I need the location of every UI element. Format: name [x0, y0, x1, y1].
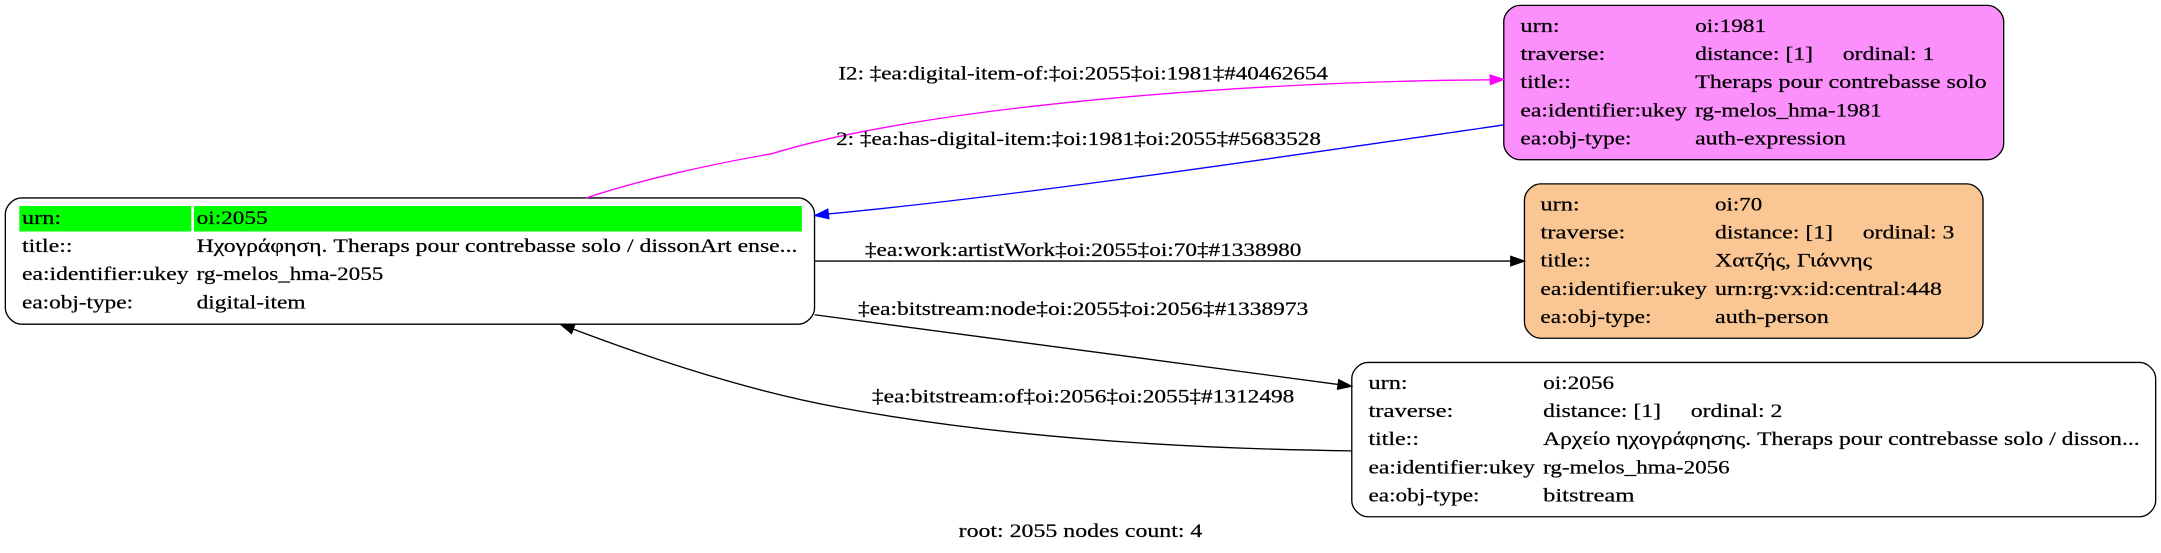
- svg-text:bitstream: bitstream: [1543, 486, 1635, 507]
- svg-text:distance: [1] ordinal: 2: distance: [1] ordinal: 2: [1543, 401, 1794, 422]
- svg-text:rg-melos_hma-2055: rg-melos_hma-2055: [197, 264, 384, 285]
- svg-text:rg-melos_hma-2056: rg-melos_hma-2056: [1543, 457, 1730, 478]
- svg-text:oi:2055: oi:2055: [197, 208, 268, 229]
- svg-text:root: 2055 nodes count: 4: root: 2055 nodes count: 4: [959, 521, 1204, 542]
- svg-text:digital-item: digital-item: [197, 292, 306, 313]
- svg-text:urn:: urn:: [1540, 194, 1579, 215]
- svg-text:ea:obj-type:: ea:obj-type:: [22, 292, 133, 313]
- svg-text:I2: ‡ea:digital-item-of:‡oi:20: I2: ‡ea:digital-item-of:‡oi:2055‡oi:1981…: [838, 63, 1328, 84]
- svg-text:traverse:: traverse:: [1368, 401, 1453, 422]
- svg-text:Ηχογράφηση. Theraps pour contr: Ηχογράφηση. Theraps pour contrebasse sol…: [197, 236, 798, 257]
- svg-text:‡ea:work:artistWork‡oi:2055‡oi: ‡ea:work:artistWork‡oi:2055‡oi:70‡#13389…: [865, 240, 1301, 261]
- svg-text:Theraps pour contrebasse solo: Theraps pour contrebasse solo: [1695, 72, 1987, 93]
- svg-text:urn:rg:vx:id:central:448: urn:rg:vx:id:central:448: [1715, 279, 1942, 300]
- svg-text:urn:: urn:: [1368, 373, 1407, 394]
- svg-text:Αρχείο ηχογράφησης. Theraps po: Αρχείο ηχογράφησης. Theraps pour contreb…: [1543, 429, 2140, 450]
- svg-text:urn:: urn:: [1520, 16, 1559, 37]
- svg-text:auth-expression: auth-expression: [1695, 129, 1847, 150]
- svg-text:ea:identifier:ukey: ea:identifier:ukey: [22, 264, 189, 285]
- svg-text:oi:70: oi:70: [1715, 194, 1762, 215]
- svg-text:ea:obj-type:: ea:obj-type:: [1540, 307, 1651, 328]
- svg-text:auth-person: auth-person: [1715, 307, 1830, 328]
- svg-text:oi:2056: oi:2056: [1543, 373, 1614, 394]
- svg-text:urn:: urn:: [22, 208, 61, 229]
- svg-text:ea:obj-type:: ea:obj-type:: [1368, 486, 1479, 507]
- svg-text:Χατζής, Γιάννης: Χατζής, Γιάννης: [1715, 251, 1873, 272]
- svg-text:‡ea:bitstream:of‡oi:2056‡oi:20: ‡ea:bitstream:of‡oi:2056‡oi:2055‡#131249…: [872, 386, 1294, 407]
- svg-text:ea:identifier:ukey: ea:identifier:ukey: [1368, 457, 1535, 478]
- svg-text:title::: title::: [22, 236, 73, 257]
- svg-text:ea:identifier:ukey: ea:identifier:ukey: [1540, 279, 1707, 300]
- svg-text:distance: [1] ordinal: 1: distance: [1] ordinal: 1: [1695, 44, 1946, 65]
- svg-text:title::: title::: [1520, 72, 1571, 93]
- svg-text:ea:identifier:ukey: ea:identifier:ukey: [1520, 100, 1687, 121]
- svg-text:ea:obj-type:: ea:obj-type:: [1520, 129, 1631, 150]
- svg-text:title::: title::: [1540, 251, 1591, 272]
- svg-text:traverse:: traverse:: [1520, 44, 1605, 65]
- svg-text:traverse:: traverse:: [1540, 222, 1625, 243]
- svg-text:title::: title::: [1368, 429, 1419, 450]
- svg-text:‡ea:bitstream:node‡oi:2055‡oi:: ‡ea:bitstream:node‡oi:2055‡oi:2056‡#1338…: [858, 299, 1308, 320]
- svg-text:oi:1981: oi:1981: [1695, 16, 1766, 37]
- svg-text:distance: [1] ordinal: 3: distance: [1] ordinal: 3: [1715, 222, 1966, 243]
- svg-text:2: ‡ea:has-digital-item:‡oi:19: 2: ‡ea:has-digital-item:‡oi:1981‡oi:2055…: [836, 129, 1321, 150]
- svg-text:rg-melos_hma-1981: rg-melos_hma-1981: [1695, 100, 1882, 121]
